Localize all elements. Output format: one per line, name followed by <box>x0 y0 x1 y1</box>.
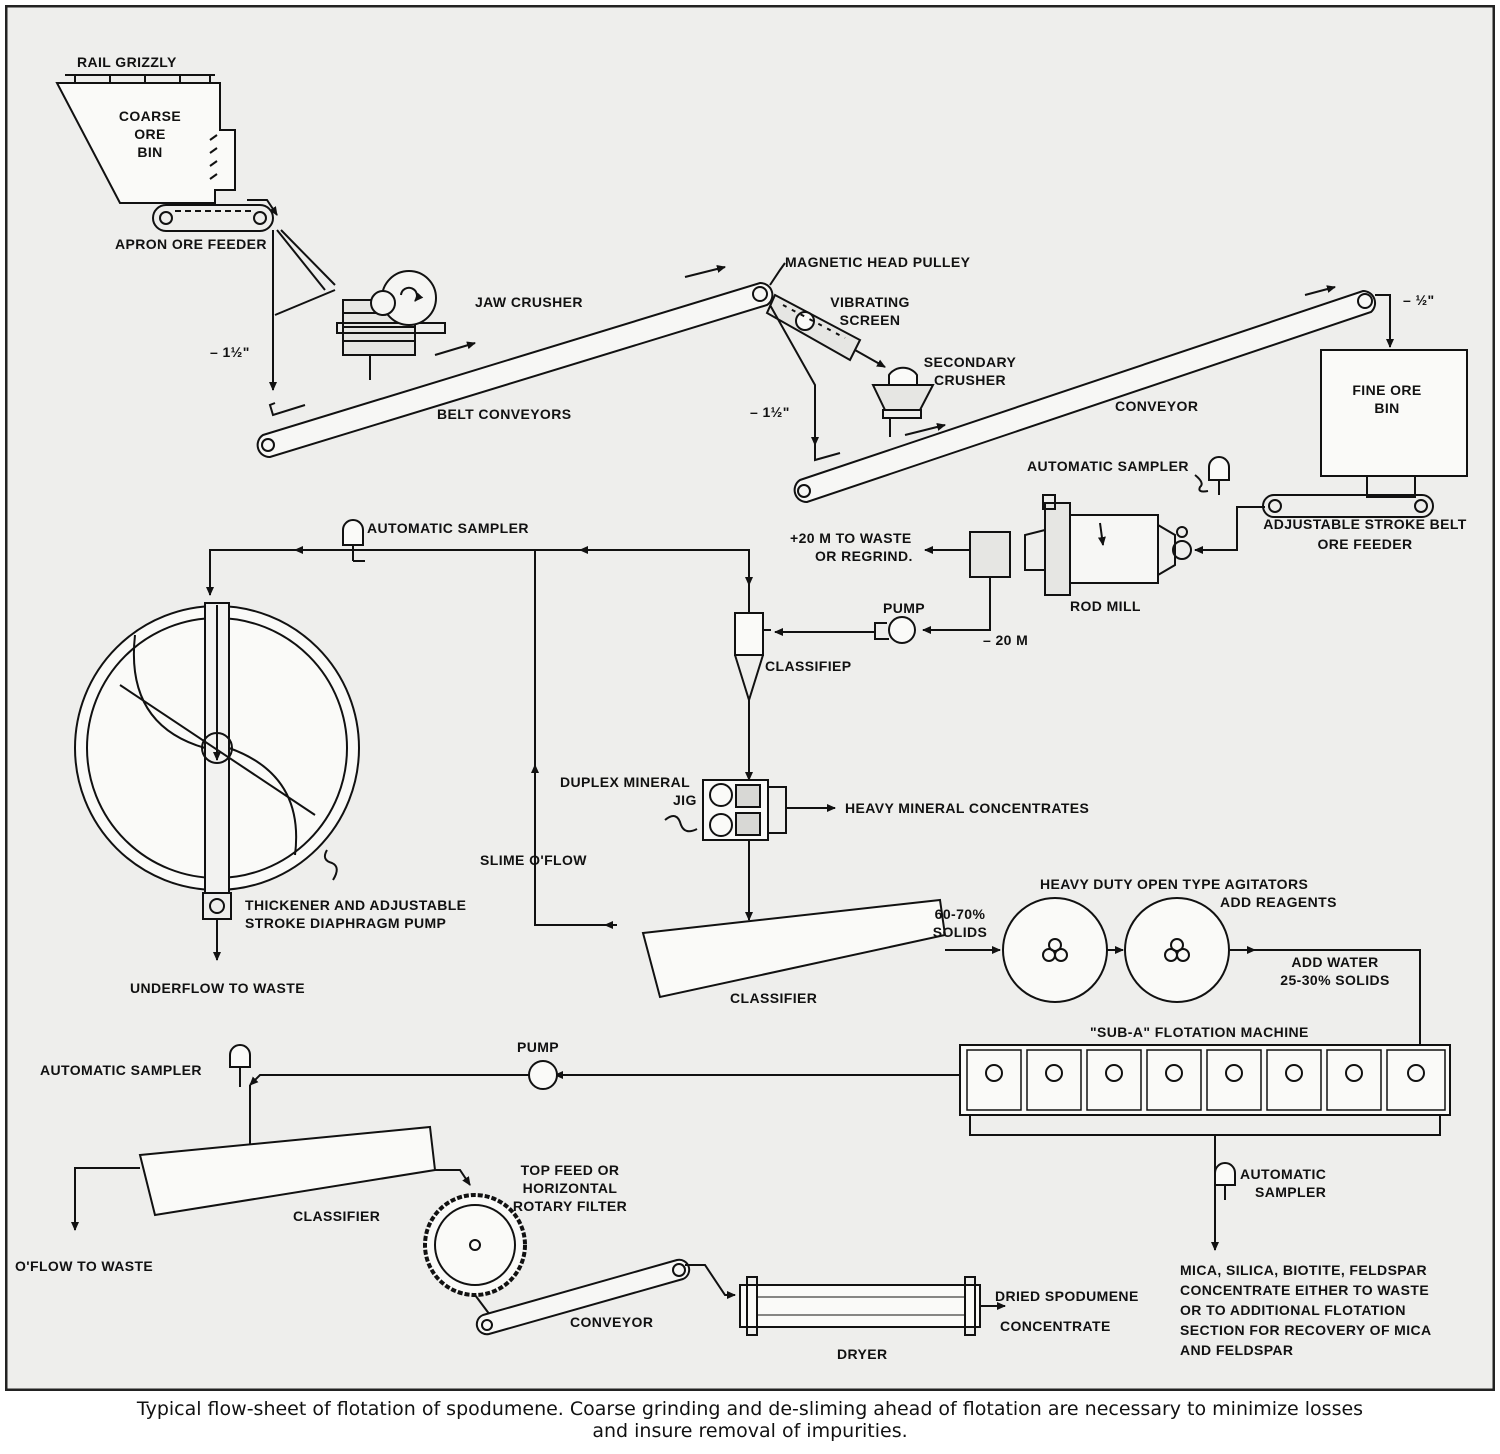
label-secondary-crusher-2: CRUSHER <box>934 372 1006 388</box>
label-automatic-sampler-4-1: AUTOMATIC <box>1240 1166 1326 1182</box>
label-conveyor-1: CONVEYOR <box>1115 398 1198 414</box>
label-fine-ore-bin-2: BIN <box>1374 400 1399 416</box>
label-mica-4: SECTION FOR RECOVERY OF MICA <box>1180 1322 1432 1338</box>
label-mica-5: AND FELDSPAR <box>1180 1342 1293 1358</box>
label-underflow-to-waste: UNDERFLOW TO WASTE <box>130 980 305 996</box>
jaw-crusher <box>336 270 446 380</box>
label-minus-1-5-a: – 1½" <box>210 344 250 360</box>
agitator-2 <box>1124 897 1230 1003</box>
label-thickener-1: THICKENER AND ADJUSTABLE <box>245 897 466 913</box>
fine-ore-bin <box>1262 349 1468 518</box>
label-vibrating-screen-1: VIBRATING <box>830 294 910 310</box>
label-add-water-1: ADD WATER <box>1291 954 1378 970</box>
sub-a-flotation-machine <box>959 1044 1451 1136</box>
caption-line-2: and insure removal of impurities. <box>592 1420 908 1442</box>
label-heavy-mineral-concentrates: HEAVY MINERAL CONCENTRATES <box>845 800 1089 816</box>
label-top-feed-3: ROTARY FILTER <box>513 1198 627 1214</box>
vibrating-screen <box>765 293 886 446</box>
label-dryer: DRYER <box>837 1346 888 1362</box>
label-rod-mill: ROD MILL <box>1070 598 1141 614</box>
dryer <box>739 1276 981 1336</box>
label-plus-20m-1: +20 M TO WASTE <box>790 530 912 546</box>
label-magnetic-head-pulley: MAGNETIC HEAD PULLEY <box>785 254 971 270</box>
label-plus-20m-2: OR REGRIND. <box>815 548 913 564</box>
belt-conveyor-3 <box>475 1258 691 1336</box>
label-rail-grizzly: RAIL GRIZZLY <box>77 54 177 70</box>
label-heavy-duty-agitators: HEAVY DUTY OPEN TYPE AGITATORS <box>1040 876 1308 892</box>
label-sub-a-flotation: "SUB-A" FLOTATION MACHINE <box>1090 1024 1309 1040</box>
label-classifier-1: CLASSIFIER <box>730 990 817 1006</box>
classifier-1 <box>641 898 947 999</box>
label-apron-ore-feeder: APRON ORE FEEDER <box>115 236 267 252</box>
label-mica-1: MICA, SILICA, BIOTITE, FELDSPAR <box>1180 1262 1427 1278</box>
label-thickener-2: STROKE DIAPHRAGM PUMP <box>245 915 446 931</box>
label-minus-20m: – 20 M <box>983 632 1028 648</box>
secondary-crusher <box>871 366 935 437</box>
label-mica-3: OR TO ADDITIONAL FLOTATION <box>1180 1302 1406 1318</box>
label-coarse-ore-bin-1: COARSE <box>119 108 181 124</box>
apron-ore-feeder <box>152 204 274 232</box>
label-add-reagents: ADD REAGENTS <box>1220 894 1337 910</box>
label-automatic-sampler-2: AUTOMATIC SAMPLER <box>367 520 529 536</box>
label-solids-60-70-1: 60-70% <box>935 906 986 922</box>
label-slime-oflow: SLIME O'FLOW <box>480 852 587 868</box>
label-conveyor-2: CONVEYOR <box>570 1314 653 1330</box>
label-dried-spodumene-2: CONCENTRATE <box>1000 1318 1111 1334</box>
label-vibrating-screen-2: SCREEN <box>840 312 901 328</box>
belt-conveyor-1 <box>256 265 774 459</box>
label-adjustable-feeder-2: ORE FEEDER <box>1317 536 1412 552</box>
label-automatic-sampler-4-2: SAMPLER <box>1255 1184 1326 1200</box>
label-duplex-jig-2: JIG <box>673 792 697 808</box>
label-minus-half: – ½" <box>1403 292 1435 308</box>
flowsheet-diagram: RAIL GRIZZLY COARSE ORE BIN APRON ORE FE… <box>5 5 1495 1391</box>
pump-2 <box>525 1060 558 1090</box>
label-jaw-crusher: JAW CRUSHER <box>475 294 583 310</box>
label-classifiep: CLASSIFIEP <box>765 658 851 674</box>
duplex-mineral-jig <box>664 779 787 841</box>
rotary-filter <box>423 1193 527 1316</box>
automatic-sampler-2 <box>342 519 365 562</box>
label-dried-spodumene-1: DRIED SPODUMENE <box>995 1288 1139 1304</box>
rod-mill <box>969 494 1192 596</box>
label-automatic-sampler-1: AUTOMATIC SAMPLER <box>1027 458 1189 474</box>
classifiep-cyclone <box>734 601 771 704</box>
agitator-1 <box>1002 897 1108 1003</box>
caption-line-1: Typical flow-sheet of flotation of spodu… <box>136 1398 1364 1420</box>
automatic-sampler-1 <box>1194 456 1230 495</box>
label-secondary-crusher-1: SECONDARY <box>924 354 1017 370</box>
label-coarse-ore-bin-3: BIN <box>137 144 162 160</box>
label-pump-1: PUMP <box>883 600 925 616</box>
label-oflow-to-waste: O'FLOW TO WASTE <box>15 1258 153 1274</box>
belt-conveyor-2 <box>793 285 1394 504</box>
coarse-ore-bin <box>55 74 236 204</box>
automatic-sampler-4 <box>1214 1162 1236 1200</box>
label-solids-60-70-2: SOLIDS <box>933 924 988 940</box>
label-classifier-2: CLASSIFIER <box>293 1208 380 1224</box>
label-minus-1-5-b: – 1½" <box>750 404 790 420</box>
label-top-feed-2: HORIZONTAL <box>523 1180 618 1196</box>
figure-caption: Typical flow-sheet of flotation of spodu… <box>0 1398 1500 1442</box>
label-adjustable-feeder-1: ADJUSTABLE STROKE BELT <box>1263 516 1467 532</box>
automatic-sampler-3 <box>229 1044 251 1087</box>
label-mica-2: CONCENTRATE EITHER TO WASTE <box>1180 1282 1429 1298</box>
label-pump-2: PUMP <box>517 1039 559 1055</box>
label-top-feed-1: TOP FEED OR <box>521 1162 620 1178</box>
label-add-water-2: 25-30% SOLIDS <box>1280 972 1389 988</box>
label-automatic-sampler-3: AUTOMATIC SAMPLER <box>40 1062 202 1078</box>
label-fine-ore-bin-1: FINE ORE <box>1352 382 1421 398</box>
label-coarse-ore-bin-2: ORE <box>134 126 166 142</box>
label-duplex-jig-1: DUPLEX MINERAL <box>560 774 690 790</box>
label-belt-conveyors: BELT CONVEYORS <box>437 406 571 422</box>
